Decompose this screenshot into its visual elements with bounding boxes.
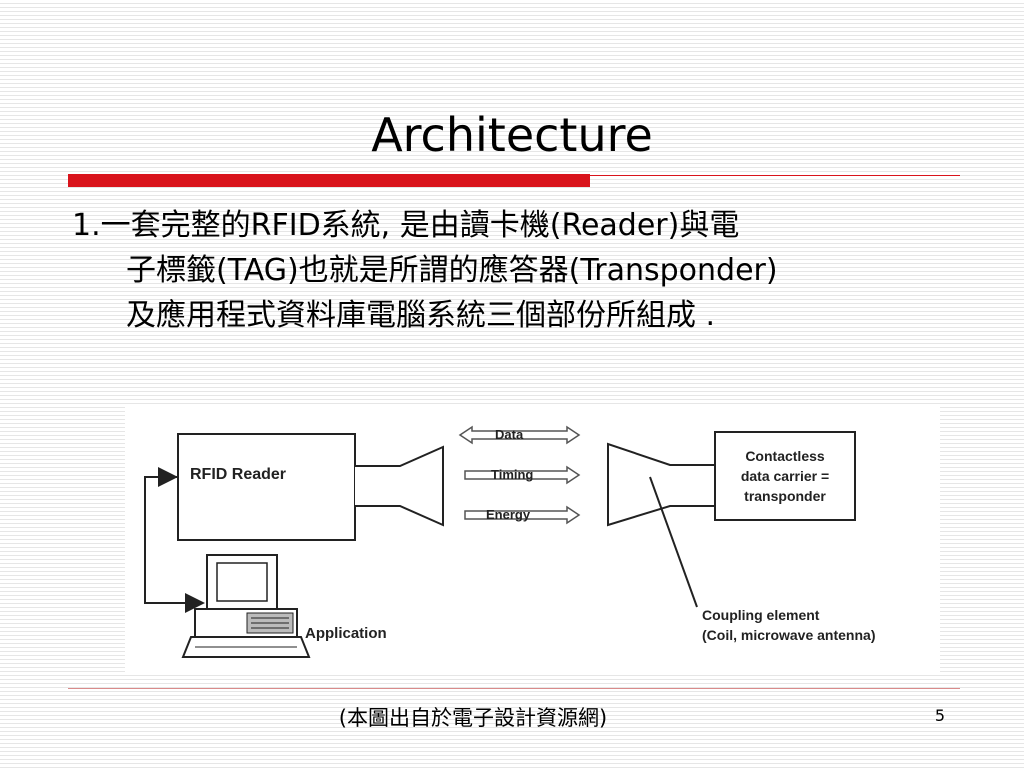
coupling-label-2: (Coil, microwave antenna)	[702, 627, 875, 643]
page-number: 5	[934, 706, 946, 725]
reader-box	[177, 433, 356, 541]
data-arrow: Data	[458, 425, 581, 445]
title-underline-thin	[590, 175, 960, 176]
slide-title: Architecture	[371, 108, 653, 162]
transponder-label-2: data carrier =	[741, 468, 829, 484]
timing-arrow-label: Timing	[491, 467, 533, 482]
application-label: Application	[305, 625, 387, 642]
figure-caption: (本圖出自於電子設計資源網)	[338, 706, 608, 730]
transponder-label-3: transponder	[744, 488, 826, 504]
bullet-line-3: 及應用程式資料庫電腦系統三個部份所組成 .	[126, 298, 716, 333]
coupling-pointer-line	[649, 476, 698, 608]
transponder-antenna	[607, 442, 715, 527]
bullet-line-1: 1.一套完整的RFID系統, 是由讀卡機(Reader)與電	[72, 208, 740, 243]
energy-arrow-label: Energy	[486, 507, 531, 522]
transponder-label-1: Contactless	[745, 448, 825, 464]
bullet-text: 1.一套完整的RFID系統, 是由讀卡機(Reader)與電 子標籤(TAG)也…	[72, 203, 952, 338]
timing-arrow: Timing	[464, 465, 581, 485]
title-underline-red	[68, 174, 590, 187]
coupling-label-1: Coupling element	[702, 607, 820, 623]
computer-icon	[181, 554, 311, 658]
bullet-line-2: 子標籤(TAG)也就是所謂的應答器(Transponder)	[126, 253, 778, 288]
rfid-architecture-diagram: RFID Reader Data Timing Energy Contactle…	[125, 407, 940, 674]
bottom-divider	[68, 688, 960, 689]
reader-antenna	[355, 445, 444, 527]
transponder-box	[714, 431, 856, 521]
data-arrow-label: Data	[495, 427, 524, 442]
energy-arrow: Energy	[464, 505, 581, 525]
reader-label: RFID Reader	[190, 466, 286, 483]
